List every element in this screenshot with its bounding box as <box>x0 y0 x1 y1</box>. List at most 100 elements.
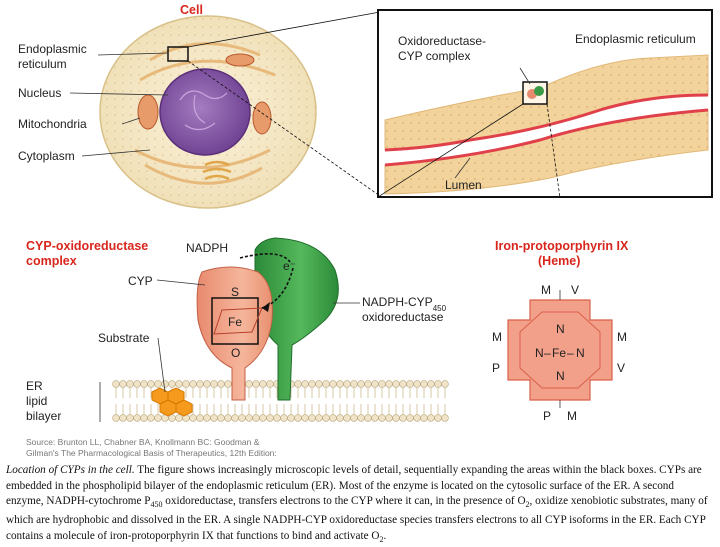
figure-caption: Location of CYPs in the cell. The figure… <box>6 463 714 547</box>
nitrogen-right: N <box>576 346 585 360</box>
reductase-mini <box>534 86 544 96</box>
source-credit: Source: Brunton LL, Chabner BA, Knollman… <box>26 437 260 447</box>
mitochondrion <box>252 101 272 135</box>
bond-left: – <box>544 346 551 360</box>
reductase-label: NADPH-CYP450 <box>362 295 447 313</box>
er-label: Endoplasmic reticulum <box>575 32 696 46</box>
porphyrin-ring <box>507 299 613 401</box>
heme-title: Iron-protoporphyrin IX <box>495 239 629 253</box>
lipid-head <box>364 414 372 422</box>
cyp-enzyme <box>196 266 273 401</box>
lipid-head <box>140 380 148 388</box>
lipid-head <box>329 380 337 388</box>
lipid-head <box>210 380 218 388</box>
lipid-head <box>112 380 120 388</box>
caption-text: . <box>383 529 387 542</box>
substituent-m: M <box>492 330 502 344</box>
lipid-head <box>154 414 162 422</box>
heme-title: (Heme) <box>538 254 580 268</box>
er-lumen-edge <box>384 93 709 152</box>
substituent-m: M <box>541 283 551 297</box>
leader-line <box>97 52 169 56</box>
lipid-head <box>252 414 260 422</box>
nitrogen-bottom: N <box>556 369 565 383</box>
reductase-label: oxidoreductase <box>362 310 444 324</box>
leader-line <box>157 337 166 393</box>
nitrogen-top: N <box>556 322 565 336</box>
lipid-head <box>322 414 330 422</box>
lipid-head <box>343 414 351 422</box>
lipid-head <box>210 414 218 422</box>
lipid-head <box>161 380 169 388</box>
lipid-head <box>420 380 428 388</box>
lipid-head <box>133 380 141 388</box>
lipid-head <box>427 380 435 388</box>
heme-plane <box>213 307 263 335</box>
lipid-head <box>147 380 155 388</box>
zoom-line <box>187 11 381 48</box>
cell-panel: Cell Endoplasmic reticulum Nucleus Mitoc… <box>18 3 381 209</box>
lipid-head <box>217 414 225 422</box>
source-credit: Gilman's The Pharmacological Basis of Th… <box>26 448 277 458</box>
lipid-head <box>357 380 365 388</box>
lipid-head <box>119 414 127 422</box>
caption-sub: 2 <box>379 534 384 544</box>
zoom-line <box>546 103 561 199</box>
substituent-m: M <box>617 330 627 344</box>
lipid-head <box>259 414 267 422</box>
leader-line <box>156 279 206 286</box>
lipid-head <box>343 380 351 388</box>
lipid-head <box>399 380 407 388</box>
lipid-head <box>119 380 127 388</box>
lipid-head <box>266 380 274 388</box>
caption-lead: Location of CYPs in the cell. <box>6 464 135 476</box>
caption-text: , oxidize xenobiotic substrates, many of… <box>6 495 708 542</box>
lipid-head <box>434 380 442 388</box>
lipid-head <box>301 414 309 422</box>
lipid-head <box>301 380 309 388</box>
er-lumen-edge <box>384 108 709 167</box>
lipid-head <box>371 414 379 422</box>
nucleus-label: Nucleus <box>18 86 61 100</box>
golgi <box>202 160 232 181</box>
lipid-head <box>294 414 302 422</box>
lipid-head <box>287 414 295 422</box>
lipid-head <box>427 414 435 422</box>
zoom-line <box>377 103 524 198</box>
lipid-head <box>378 414 386 422</box>
lipid-head <box>203 380 211 388</box>
lipid-head <box>154 380 162 388</box>
lipid-head <box>140 414 148 422</box>
cell-title: Cell <box>180 3 203 17</box>
lipid-head <box>133 414 141 422</box>
lipid-head <box>280 414 288 422</box>
leader-line <box>121 117 141 125</box>
lipid-head <box>420 414 428 422</box>
lipid-head <box>224 414 232 422</box>
cytoplasm-label: Cytoplasm <box>18 149 75 163</box>
lipid-head <box>315 414 323 422</box>
er-bilayer-label: bilayer <box>26 409 61 423</box>
lipid-head <box>322 380 330 388</box>
substituent-v: V <box>571 283 579 297</box>
electron-transfer-arrow <box>261 267 294 309</box>
lipid-head <box>203 414 211 422</box>
er-label: reticulum <box>18 57 67 71</box>
lipid-head <box>189 414 197 422</box>
lipid-head <box>413 414 421 422</box>
heme-iron: Fe <box>552 346 566 360</box>
oxygen-label: O <box>231 346 240 360</box>
lipid-head <box>350 414 358 422</box>
lipid-head <box>189 380 197 388</box>
leader-line <box>519 67 531 85</box>
lipid-head <box>406 380 414 388</box>
zoom-line <box>187 60 381 197</box>
nadph-arrow <box>239 253 291 263</box>
lipid-head <box>364 380 372 388</box>
lipid-head <box>315 380 323 388</box>
lipid-head <box>413 380 421 388</box>
mitochondria-label: Mitochondria <box>18 117 87 131</box>
iron-label: Fe <box>228 315 242 329</box>
lipid-head <box>231 414 239 422</box>
cyp-label: CYP <box>128 274 153 288</box>
